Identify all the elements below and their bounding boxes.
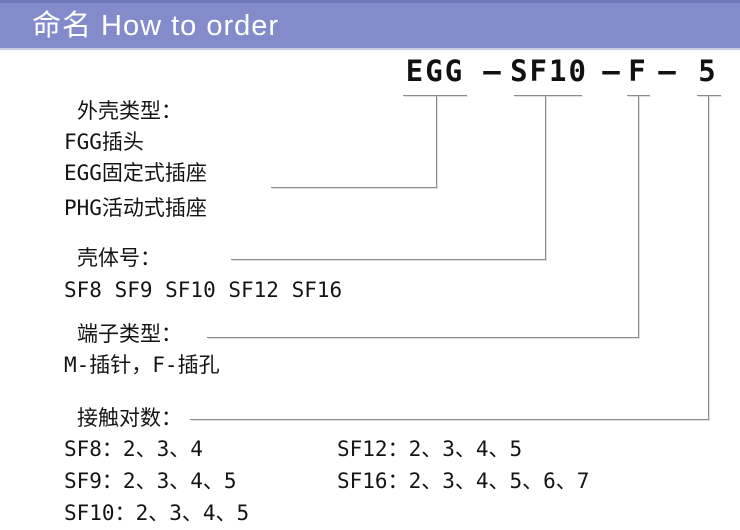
page-title: 命名 How to order xyxy=(32,10,280,42)
shell-type-item: PHG活动式插座 xyxy=(64,196,207,220)
shell-size-heading: 壳体号： xyxy=(77,246,161,270)
contact-pairs-row: SF16：2、3、4、5、6、7 xyxy=(337,469,590,493)
part-separator-3: – xyxy=(658,54,678,88)
part-separator-2: – xyxy=(602,54,622,88)
shell-connector-vertical xyxy=(436,95,437,188)
part-separator-1: – xyxy=(483,54,503,88)
part-segment-terminal: F xyxy=(628,54,648,88)
size-connector-horizontal xyxy=(231,259,546,260)
terminal-connector-horizontal xyxy=(207,337,639,338)
part-segment-shell: EGG xyxy=(405,54,465,88)
shell-size-item: SF8 SF9 SF10 SF12 SF16 xyxy=(64,278,343,302)
shell-connector-horizontal xyxy=(271,187,437,188)
header-bar: 命名 How to order xyxy=(0,0,740,50)
contact-pairs-row: SF9：2、3、4、5 xyxy=(64,469,237,493)
size-underline xyxy=(514,95,582,96)
part-segment-size: SF10 xyxy=(510,54,588,88)
size-connector-vertical xyxy=(545,95,546,260)
contact-pairs-row: SF12：2、3、4、5 xyxy=(337,437,523,461)
contacts-underline xyxy=(697,95,721,96)
part-segment-contacts: 5 xyxy=(698,54,718,88)
contacts-connector-horizontal xyxy=(190,419,709,420)
terminal-type-heading: 端子类型： xyxy=(77,322,182,346)
terminal-connector-vertical xyxy=(638,95,639,338)
contact-pairs-row: SF10：2、3、4、5 xyxy=(64,501,250,525)
contacts-connector-vertical xyxy=(708,95,709,420)
shell-type-item: EGG固定式插座 xyxy=(64,161,207,185)
contact-pairs-heading: 接触对数： xyxy=(77,406,182,430)
shell-type-heading: 外壳类型： xyxy=(77,99,182,123)
shell-type-item: FGG插头 xyxy=(64,130,144,154)
contact-pairs-row: SF8：2、3、4 xyxy=(64,437,203,461)
terminal-type-item: M-插针，F-插孔 xyxy=(64,353,220,377)
shell-underline xyxy=(403,95,467,96)
